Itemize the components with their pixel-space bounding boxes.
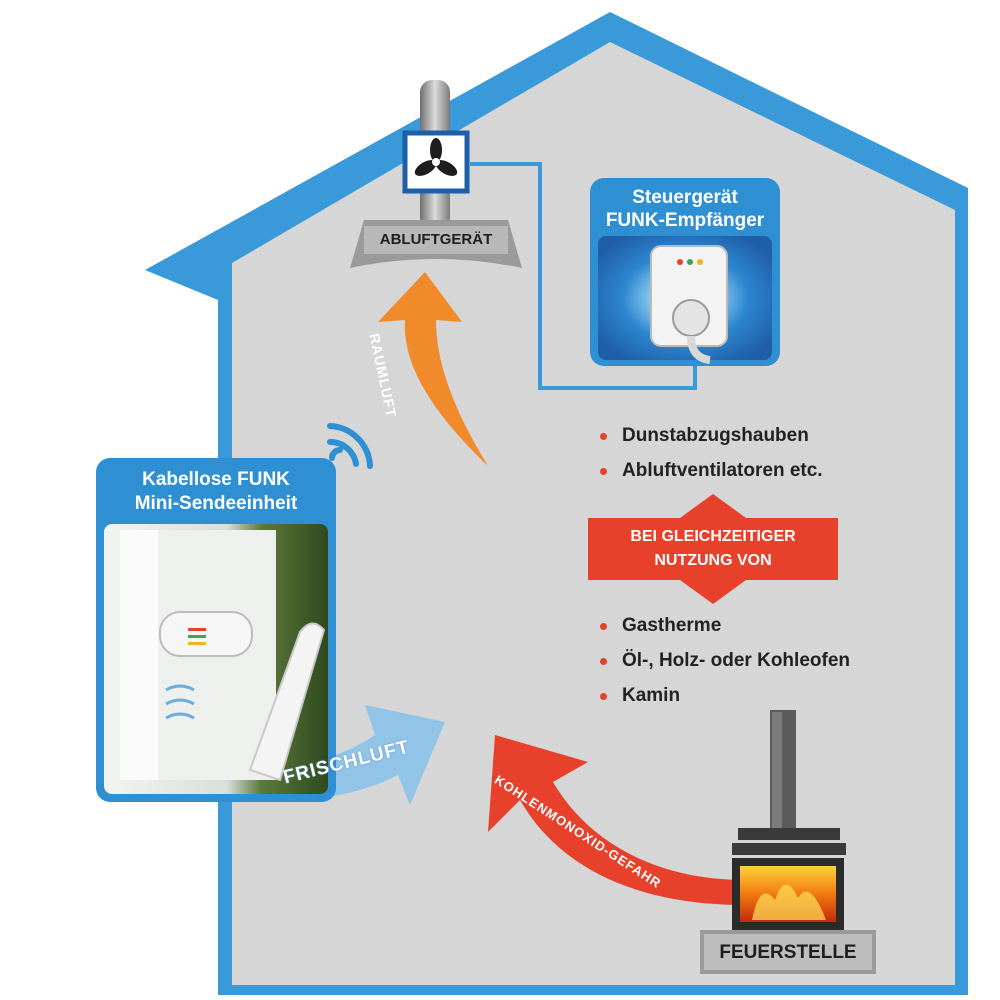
notice-line1: BEI GLEICHZEITIGER — [588, 525, 838, 549]
receiver-title-line2: FUNK-Empfänger — [590, 209, 780, 232]
list-item: Abluftventilatoren etc. — [596, 453, 823, 488]
bullet-icon — [600, 433, 607, 440]
bullet-icon — [600, 468, 607, 475]
list-item: Kamin — [596, 678, 850, 713]
transmitter-title-line2: Mini-Sendeeinheit — [96, 492, 336, 515]
bullet-icon — [600, 658, 607, 665]
bullet-icon — [600, 693, 607, 700]
bullet-icon — [600, 623, 607, 630]
list-item: Dunstabzugshauben — [596, 418, 823, 453]
exhaust-device-label: ABLUFTGERÄT — [364, 228, 508, 252]
notice-line2: NUTZUNG VON — [588, 549, 838, 573]
list-item: Öl-, Holz- oder Kohleofen — [596, 643, 850, 678]
receiver-title-line1: Steuergerät — [590, 186, 780, 209]
extractor-list: Dunstabzugshauben Abluftventilatoren etc… — [596, 418, 823, 488]
receiver-device-image — [651, 246, 727, 360]
simultaneous-use-notice: BEI GLEICHZEITIGER NUTZUNG VON — [588, 518, 838, 580]
heater-list: Gastherme Öl-, Holz- oder Kohleofen Kami… — [596, 608, 850, 713]
transmitter-title-line1: Kabellose FUNK — [96, 468, 336, 491]
list-item: Gastherme — [596, 608, 850, 643]
fireplace-label: FEUERSTELLE — [704, 940, 872, 966]
